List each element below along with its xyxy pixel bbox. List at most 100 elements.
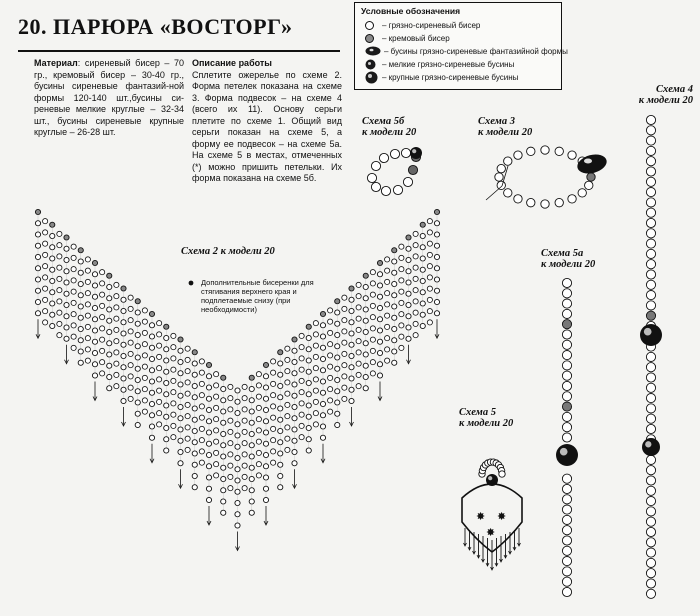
bead	[645, 506, 657, 517]
bead	[177, 381, 184, 388]
bead	[561, 483, 573, 495]
bead	[63, 234, 70, 241]
bead	[120, 319, 127, 326]
bead	[369, 269, 376, 276]
bead	[433, 310, 441, 317]
bead	[362, 362, 369, 369]
bead	[526, 146, 536, 156]
bead	[106, 317, 113, 324]
bead	[376, 327, 384, 334]
bead	[234, 432, 241, 439]
bead	[369, 359, 376, 366]
bead	[220, 464, 227, 471]
bead	[405, 313, 412, 320]
bead	[134, 399, 141, 406]
bead	[141, 318, 148, 325]
bead	[255, 461, 262, 468]
bead	[163, 402, 170, 409]
bead	[645, 423, 657, 435]
bead	[163, 346, 170, 353]
bead	[561, 545, 573, 556]
bead	[34, 310, 42, 317]
bead	[355, 371, 362, 378]
bead	[341, 350, 348, 357]
bead	[213, 472, 220, 479]
thread-arrow	[485, 185, 503, 201]
bead	[645, 310, 657, 321]
bead	[355, 293, 362, 300]
legend-label: – кремовый бисер	[382, 33, 450, 43]
bead	[205, 496, 213, 504]
bead	[298, 332, 305, 339]
bead	[370, 181, 382, 193]
bead	[433, 265, 441, 272]
bead	[561, 339, 573, 350]
scheme-4-subtitle: к модели 20	[638, 95, 693, 106]
bead	[405, 324, 412, 331]
bead	[561, 586, 573, 598]
bead	[205, 406, 213, 414]
bead	[412, 298, 419, 305]
bead	[77, 247, 84, 254]
bead	[645, 537, 657, 548]
bead	[248, 464, 255, 471]
bead	[645, 135, 657, 146]
bead	[255, 404, 262, 411]
bead	[355, 383, 362, 390]
bead	[77, 348, 84, 355]
bead	[327, 329, 334, 336]
bead	[49, 277, 56, 285]
bead	[305, 368, 312, 375]
bead	[270, 414, 277, 421]
bead	[561, 308, 573, 319]
bead	[284, 446, 291, 453]
bead	[34, 265, 42, 272]
bead	[341, 384, 348, 391]
bead	[341, 362, 348, 369]
bead	[362, 328, 369, 336]
bead	[77, 292, 84, 299]
bead	[134, 320, 141, 327]
bead	[327, 352, 334, 359]
bead	[412, 320, 419, 327]
bead	[34, 253, 42, 261]
bead	[398, 266, 405, 273]
bead	[205, 485, 213, 492]
legend-label: – грязно-сиреневый бисер	[382, 20, 481, 30]
bead	[227, 440, 234, 447]
bead	[561, 380, 573, 392]
fringe-arrowhead	[517, 542, 521, 547]
pendant-arrowhead	[292, 484, 297, 490]
pendant-arrowhead	[178, 484, 183, 490]
bead	[205, 463, 213, 470]
bead	[391, 247, 398, 254]
pendant-arrowhead	[434, 334, 440, 340]
bead	[277, 405, 284, 412]
bead	[277, 371, 284, 378]
bead	[384, 346, 391, 353]
bead	[127, 362, 134, 369]
bead	[248, 442, 255, 449]
bead	[106, 362, 113, 369]
bead	[170, 389, 177, 396]
bead	[384, 267, 391, 274]
bead	[391, 258, 398, 265]
bead	[205, 440, 213, 447]
bead	[405, 279, 412, 286]
bead	[120, 386, 127, 393]
large-bead-highlight	[645, 441, 652, 448]
bead	[645, 496, 657, 507]
scheme-5-subtitle: к модели 20	[459, 418, 514, 429]
bead	[277, 439, 284, 446]
bead	[113, 326, 120, 333]
bead	[298, 434, 305, 441]
bead	[327, 318, 334, 325]
bead	[205, 451, 213, 459]
bead	[426, 240, 433, 247]
bead	[63, 279, 70, 286]
bead	[270, 448, 277, 455]
page-title: 20. ПАРЮРА «ВОСТОРГ»	[18, 14, 293, 39]
bead	[220, 408, 227, 415]
bead	[645, 290, 657, 301]
bead	[412, 253, 419, 260]
